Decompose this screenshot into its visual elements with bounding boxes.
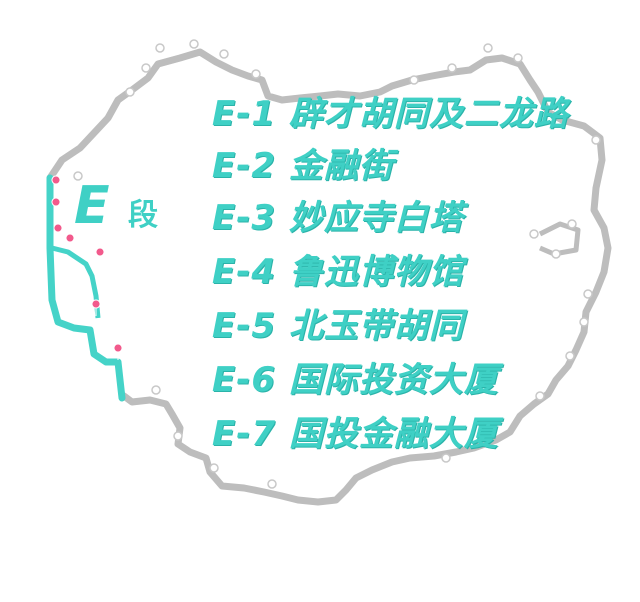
map-pin-icon [535, 391, 545, 401]
section-letter: E [74, 176, 110, 236]
map-pin-icon [53, 223, 63, 241]
gray-pins [73, 39, 601, 489]
map-pin-icon [591, 135, 601, 145]
map-pin-icon [113, 343, 123, 361]
map-pin-icon [91, 299, 101, 317]
map-pin-icon [51, 197, 61, 215]
map-pin-icon [565, 351, 575, 361]
map-pin-icon [447, 63, 457, 73]
map-pin-icon [95, 247, 105, 265]
map-pin-icon [409, 75, 419, 85]
map-pin-icon [441, 453, 451, 463]
map-pin-icon [513, 53, 523, 63]
stop-label-e5: E-5 北玉带胡同 [212, 306, 464, 346]
stop-label-e7: E-7 国投金融大厦 [212, 414, 499, 454]
map-pin-icon [583, 289, 593, 299]
route-active-teal [46, 174, 126, 402]
map-pin-icon [567, 219, 577, 229]
stop-label-e3: E-3 妙应寺白塔 [212, 198, 464, 238]
map-pin-icon [125, 87, 135, 97]
active-pins [51, 175, 123, 361]
route-branch-teal [51, 245, 101, 319]
map-pin-icon [219, 49, 229, 59]
map-pin-icon [579, 317, 589, 327]
map-pin-icon [155, 43, 165, 53]
map-pin-icon [251, 69, 261, 79]
route-outline-gray [46, 48, 612, 506]
map-pin-icon [189, 39, 199, 49]
map-pin-icon [73, 171, 83, 181]
section-word: 段 [128, 198, 158, 233]
map-pin-icon [267, 479, 277, 489]
map-pin-icon [173, 431, 183, 441]
map-pin-icon [141, 63, 151, 73]
map-pin-icon [483, 43, 493, 53]
stop-label-e6: E-6 国际投资大厦 [212, 360, 499, 400]
stop-label-e4: E-4 鲁迅博物馆 [212, 252, 464, 292]
map-pin-icon [529, 229, 539, 239]
map-pin-icon [209, 463, 219, 473]
map-pin-icon [551, 249, 561, 259]
map-pin-icon [151, 385, 161, 395]
map-pin-icon [65, 233, 75, 251]
stop-label-e2: E-2 金融街 [212, 146, 394, 186]
stop-label-e1: E-1 辟才胡同及二龙路 [212, 94, 569, 134]
map-pin-icon [51, 175, 61, 193]
